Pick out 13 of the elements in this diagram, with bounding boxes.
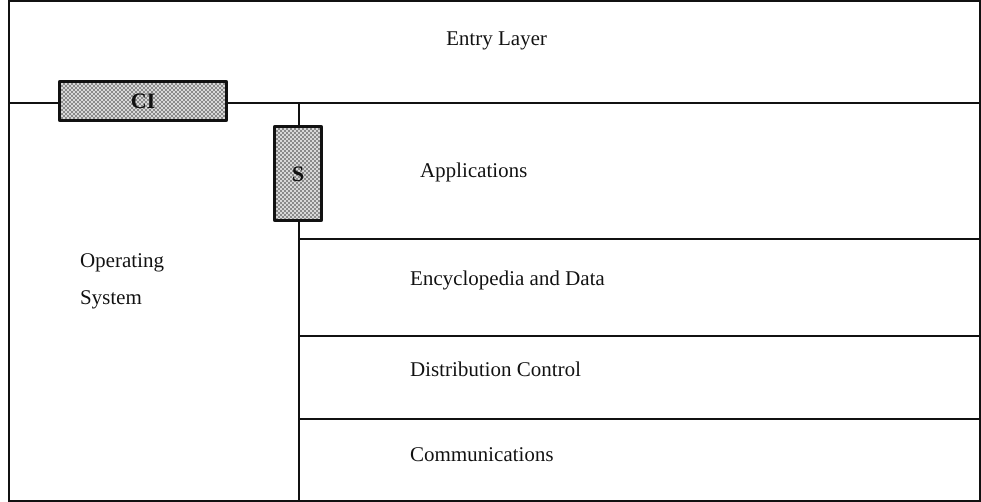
label-tag (58, 80, 228, 122)
tag-label: CI (130, 88, 156, 114)
label-tag (273, 125, 323, 222)
layer-band (300, 240, 981, 337)
layer-band (300, 337, 981, 420)
layer-title: Encyclopedia and Data (410, 265, 605, 292)
column-title: Operating System (80, 247, 165, 311)
layer-title: Distribution Control (410, 356, 581, 383)
layer-title: Communications (410, 441, 554, 468)
column-panel (8, 123, 272, 502)
layer-title: Applications (420, 157, 528, 184)
layer-title: Entry Layer (445, 25, 548, 52)
layer-band (300, 420, 981, 502)
